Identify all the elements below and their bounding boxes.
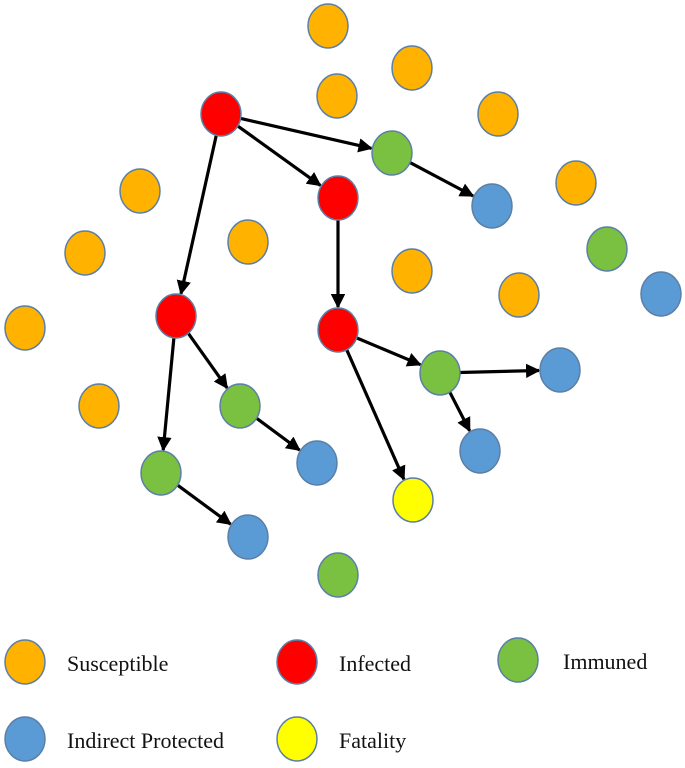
- node-immuned-m3: [219, 383, 261, 429]
- node-susceptible-s4: [477, 91, 519, 137]
- node-fatality-f1: [392, 477, 434, 523]
- legend-item-infected: Infected: [276, 639, 411, 685]
- node-infected-i1: [200, 91, 242, 137]
- node-susceptible-s3: [316, 73, 358, 119]
- node-infected-i4: [317, 307, 359, 353]
- edge-m4-to-p3: [458, 363, 541, 379]
- legend-item-susceptible: Susceptible: [4, 639, 168, 685]
- node-immuned-m5: [140, 450, 182, 496]
- edge-m1-to-p1: [408, 160, 475, 198]
- edge-i1-to-i2: [235, 124, 322, 187]
- edge-m5-to-p5: [175, 483, 232, 526]
- legend-swatch-fatality: [276, 716, 318, 762]
- legend-item-fatality: Fatality: [276, 716, 406, 762]
- node-indirect-protected-p4: [296, 440, 338, 486]
- node-susceptible-s10: [498, 272, 540, 318]
- edge-i1-to-m1: [239, 116, 373, 153]
- node-susceptible-s11: [4, 305, 46, 351]
- legend-label-immuned: Immuned: [563, 649, 647, 674]
- node-indirect-protected-p6: [459, 428, 501, 474]
- legend-swatch-immuned: [497, 637, 539, 683]
- legend-label-infected: Infected: [339, 651, 411, 676]
- legend-label-susceptible: Susceptible: [67, 651, 168, 676]
- nodes-layer: [4, 3, 682, 598]
- legend: Susceptible Infected Immuned Indirect Pr…: [4, 637, 647, 762]
- node-susceptible-s2: [391, 45, 433, 91]
- node-infected-i2: [317, 175, 359, 221]
- node-indirect-protected-p5: [227, 514, 269, 560]
- node-susceptible-s6: [555, 160, 597, 206]
- edge-m3-to-p4: [254, 416, 301, 452]
- node-susceptible-s7: [64, 230, 106, 276]
- node-immuned-m4: [419, 350, 461, 396]
- edges-layer: [157, 116, 541, 526]
- legend-label-fatality: Fatality: [339, 728, 406, 753]
- node-immuned-m1: [371, 130, 413, 176]
- node-indirect-protected-p1: [471, 183, 513, 229]
- node-indirect-protected-p3: [539, 347, 581, 393]
- legend-item-indirect-protected: Indirect Protected: [4, 716, 224, 762]
- node-indirect-protected-p2: [640, 271, 682, 317]
- edge-i4-to-f1: [344, 348, 406, 481]
- edge-m4-to-p6: [447, 390, 472, 433]
- legend-label-indirect-protected: Indirect Protected: [67, 728, 224, 753]
- legend-swatch-susceptible: [4, 639, 46, 685]
- node-immuned-m2: [586, 226, 628, 272]
- legend-swatch-indirect-protected: [4, 716, 46, 762]
- node-susceptible-s9: [391, 248, 433, 294]
- edge-i1-to-i3: [176, 133, 219, 296]
- node-susceptible-s1: [307, 3, 349, 49]
- edge-i3-to-m5: [157, 336, 176, 452]
- node-susceptible-s12: [78, 383, 120, 429]
- legend-item-immuned: Immuned: [497, 637, 647, 683]
- edge-i3-to-m3: [186, 331, 229, 390]
- node-susceptible-s8: [227, 219, 269, 265]
- legend-swatch-infected: [276, 639, 318, 685]
- edge-i4-to-m4: [355, 336, 422, 367]
- node-immuned-m6: [317, 552, 359, 598]
- node-infected-i3: [155, 293, 197, 339]
- node-susceptible-s5: [119, 168, 161, 214]
